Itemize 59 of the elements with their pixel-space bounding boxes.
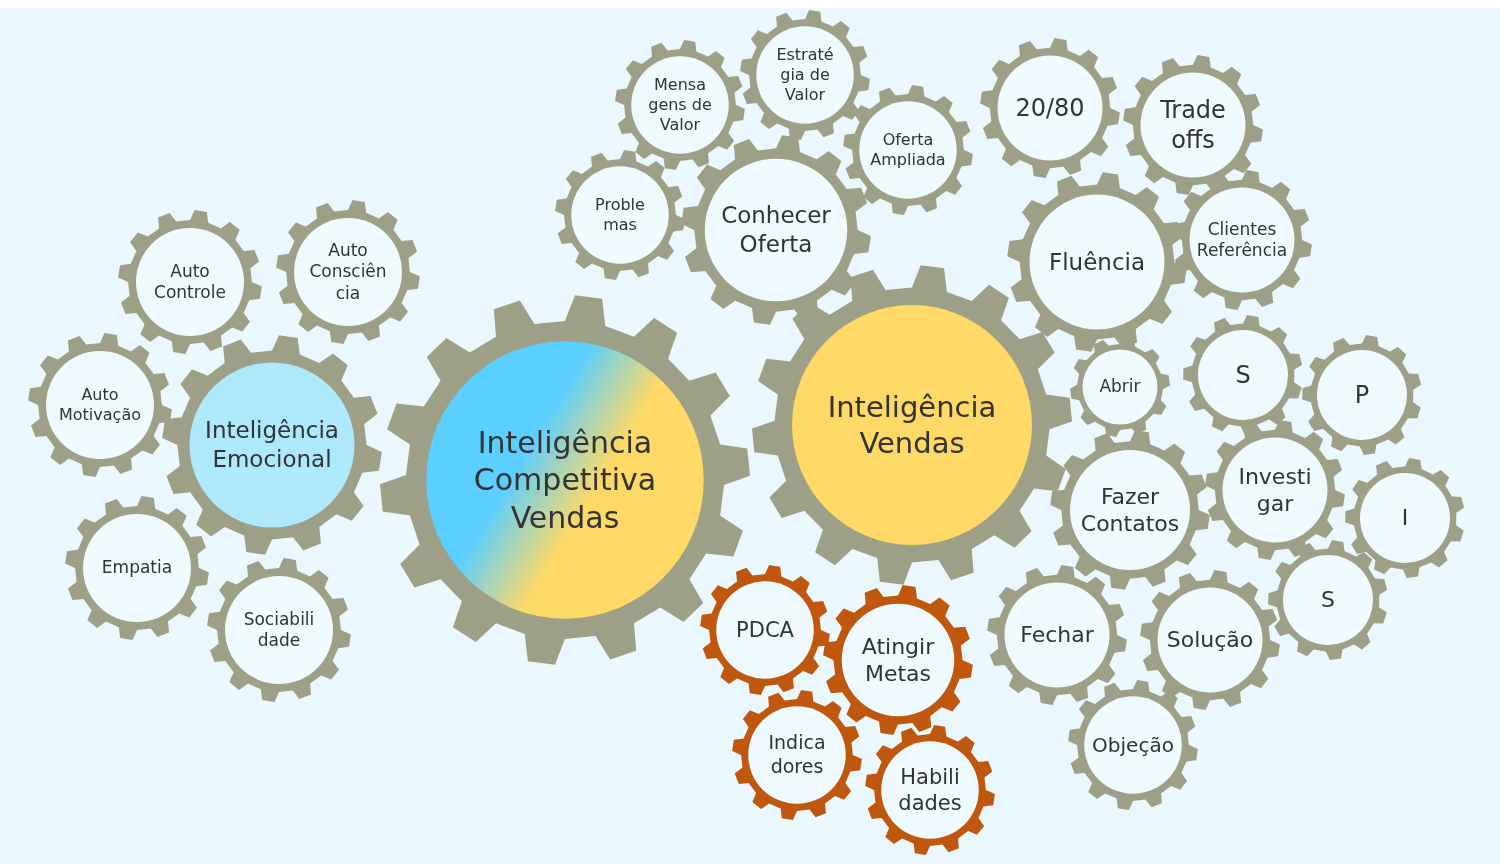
- gear-label: Inteligência Vendas: [826, 388, 998, 462]
- gear: [1302, 335, 1422, 455]
- gear: [732, 690, 862, 820]
- gear: [865, 725, 995, 855]
- gear: [1123, 55, 1263, 195]
- gear-label: Oferta Ampliada: [869, 130, 947, 170]
- gear-label: Auto Consciên cia: [308, 240, 388, 304]
- gear-label: Habili dades: [897, 763, 963, 817]
- gear: [1050, 430, 1210, 590]
- gear-label: I: [1400, 504, 1410, 532]
- gear-label: Trade offs: [1159, 95, 1227, 155]
- gear-label: Fazer Contatos: [1079, 482, 1181, 538]
- gear-label: Indica dores: [767, 731, 827, 779]
- gear-label: Sociabili dade: [242, 608, 316, 652]
- gear-label: Estraté gia de Valor: [775, 45, 835, 105]
- gear-label: Mensa gens de Valor: [647, 75, 713, 135]
- gear: [980, 38, 1120, 178]
- gear-label: Inteligência Emocional: [204, 416, 340, 474]
- gear-label: Auto Motivação: [58, 385, 142, 425]
- gear: [1345, 458, 1465, 578]
- gear-label: Fechar: [1019, 621, 1095, 649]
- gear: [1172, 170, 1312, 310]
- gear-label: Investi gar: [1237, 462, 1313, 518]
- gear-label: Empatia: [100, 557, 174, 579]
- gear: [1070, 337, 1170, 437]
- gear: [1268, 540, 1388, 660]
- gear-label: S: [1234, 360, 1252, 390]
- gear: [987, 565, 1127, 705]
- gear: [1140, 570, 1280, 710]
- gear-label: Atingir Metas: [860, 632, 936, 688]
- gear: [162, 335, 382, 555]
- gear-label: P: [1353, 380, 1371, 410]
- gear-label: S: [1320, 586, 1336, 614]
- gear: [740, 10, 870, 140]
- gear: [681, 135, 871, 325]
- gear-label: Conhecer Oferta: [720, 201, 832, 259]
- gear-label: Proble mas: [594, 195, 646, 235]
- gear-label: Clientes Referência: [1195, 218, 1289, 262]
- gear-label: Solução: [1165, 626, 1255, 654]
- gear: [823, 585, 973, 735]
- gear: [65, 496, 209, 640]
- gear: [1068, 680, 1198, 810]
- gear: [555, 150, 685, 280]
- gear-label: PDCA: [735, 616, 795, 644]
- gear: [700, 565, 830, 695]
- gear-label: Objeção: [1091, 732, 1175, 758]
- gear-label: 20/80: [1014, 93, 1086, 123]
- gear-label: Fluência: [1047, 247, 1147, 277]
- gear-label: Abrir: [1098, 376, 1142, 398]
- gear: [1007, 172, 1187, 352]
- gear: [276, 200, 420, 344]
- gear: [843, 85, 973, 215]
- gear: [207, 558, 351, 702]
- gear: [615, 40, 745, 170]
- gear: [28, 333, 172, 477]
- gear-label: Auto Controle: [153, 260, 227, 304]
- gear: [1183, 315, 1303, 435]
- gear: [118, 210, 262, 354]
- gear: [1205, 420, 1345, 560]
